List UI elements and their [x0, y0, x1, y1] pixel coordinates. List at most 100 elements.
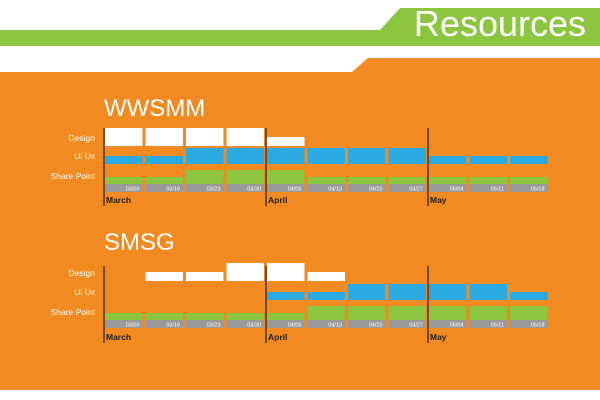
bar-sharepoint: [105, 313, 143, 320]
bar-sharepoint: [186, 170, 224, 184]
bar-design: [145, 128, 183, 146]
month-label: March: [106, 332, 131, 342]
week-label: 03/23: [207, 323, 221, 329]
bar-uiux: [510, 156, 548, 164]
bar-sharepoint: [226, 170, 264, 184]
bar-sharepoint: [186, 313, 224, 320]
week-label: 03/23: [207, 187, 221, 193]
week-label: 03/30: [247, 187, 261, 193]
bar-sharepoint: [388, 177, 426, 184]
bar-design: [186, 272, 224, 281]
bar-uiux: [510, 292, 548, 300]
week-cell: [145, 320, 183, 328]
bar-sharepoint: [105, 177, 143, 184]
bar-uiux: [186, 148, 224, 164]
week-label: 04/27: [409, 323, 423, 329]
bar-uiux: [469, 156, 507, 164]
week-label: 03/16: [166, 187, 180, 193]
row-label-uiux: Ui Ux: [74, 287, 96, 297]
week-cell: [429, 184, 467, 192]
row-label-sharepoint: Share Point: [51, 307, 96, 317]
week-label: 05/18: [531, 187, 545, 193]
week-label: 04/06: [288, 187, 302, 193]
bar-design: [105, 128, 143, 146]
bar-uiux: [307, 148, 345, 164]
week-label: 05/18: [531, 323, 545, 329]
bar-sharepoint: [469, 306, 507, 320]
week-cell: [348, 184, 386, 192]
week-cell: [186, 184, 224, 192]
bar-uiux: [429, 156, 467, 164]
bar-sharepoint: [267, 313, 305, 320]
week-cell: [348, 320, 386, 328]
row-label-design: Design: [69, 268, 96, 278]
week-label: 04/20: [369, 187, 383, 193]
bar-sharepoint: [469, 177, 507, 184]
month-label: March: [106, 195, 131, 205]
bar-design: [307, 272, 345, 281]
week-cell: [469, 320, 507, 328]
week-label: 05/04: [450, 187, 464, 193]
bar-sharepoint: [429, 306, 467, 320]
week-cell: [307, 184, 345, 192]
bar-sharepoint: [429, 177, 467, 184]
bar-uiux: [469, 284, 507, 300]
week-label: 03/16: [166, 323, 180, 329]
week-cell: [145, 184, 183, 192]
bar-uiux: [145, 156, 183, 164]
week-cell: [105, 184, 143, 192]
month-label: May: [430, 195, 447, 205]
week-cell: [469, 184, 507, 192]
chart-title: WWSMM: [104, 95, 205, 122]
bar-sharepoint: [226, 313, 264, 320]
week-label: 03/30: [247, 323, 261, 329]
bar-sharepoint: [510, 306, 548, 320]
week-cell: [510, 320, 548, 328]
week-label: 03/09: [126, 187, 140, 193]
week-cell: [388, 184, 426, 192]
bar-sharepoint: [307, 306, 345, 320]
bar-uiux: [105, 156, 143, 164]
week-cell: [226, 320, 264, 328]
bar-uiux: [388, 148, 426, 164]
week-label: 05/04: [450, 323, 464, 329]
bar-uiux: [267, 148, 305, 164]
bar-design: [226, 263, 264, 281]
row-label-design: Design: [69, 133, 96, 143]
orange-panel: [0, 58, 600, 390]
month-label: May: [430, 332, 447, 342]
bar-uiux: [267, 292, 305, 300]
bar-sharepoint: [145, 177, 183, 184]
row-label-sharepoint: Share Point: [51, 171, 96, 181]
bar-sharepoint: [348, 177, 386, 184]
bar-sharepoint: [267, 170, 305, 184]
month-label: April: [268, 332, 287, 342]
week-cell: [105, 320, 143, 328]
week-label: 05/11: [491, 323, 504, 329]
bar-uiux: [388, 284, 426, 300]
month-label: April: [268, 195, 287, 205]
week-label: 04/06: [288, 323, 302, 329]
week-cell: [186, 320, 224, 328]
week-label: 04/27: [409, 187, 423, 193]
header-banner: [0, 8, 600, 46]
bar-design: [145, 272, 183, 281]
week-cell: [510, 184, 548, 192]
bar-sharepoint: [510, 177, 548, 184]
bar-sharepoint: [388, 306, 426, 320]
bar-uiux: [348, 284, 386, 300]
bar-sharepoint: [307, 177, 345, 184]
bar-uiux: [429, 284, 467, 300]
week-cell: [388, 320, 426, 328]
chart-title: SMSG: [104, 229, 175, 256]
week-label: 04/20: [369, 323, 383, 329]
bar-sharepoint: [348, 306, 386, 320]
week-label: 04/13: [328, 187, 342, 193]
week-cell: [267, 184, 305, 192]
bar-design: [186, 128, 224, 146]
page-title: Resources: [414, 3, 586, 44]
bar-design: [267, 263, 305, 281]
